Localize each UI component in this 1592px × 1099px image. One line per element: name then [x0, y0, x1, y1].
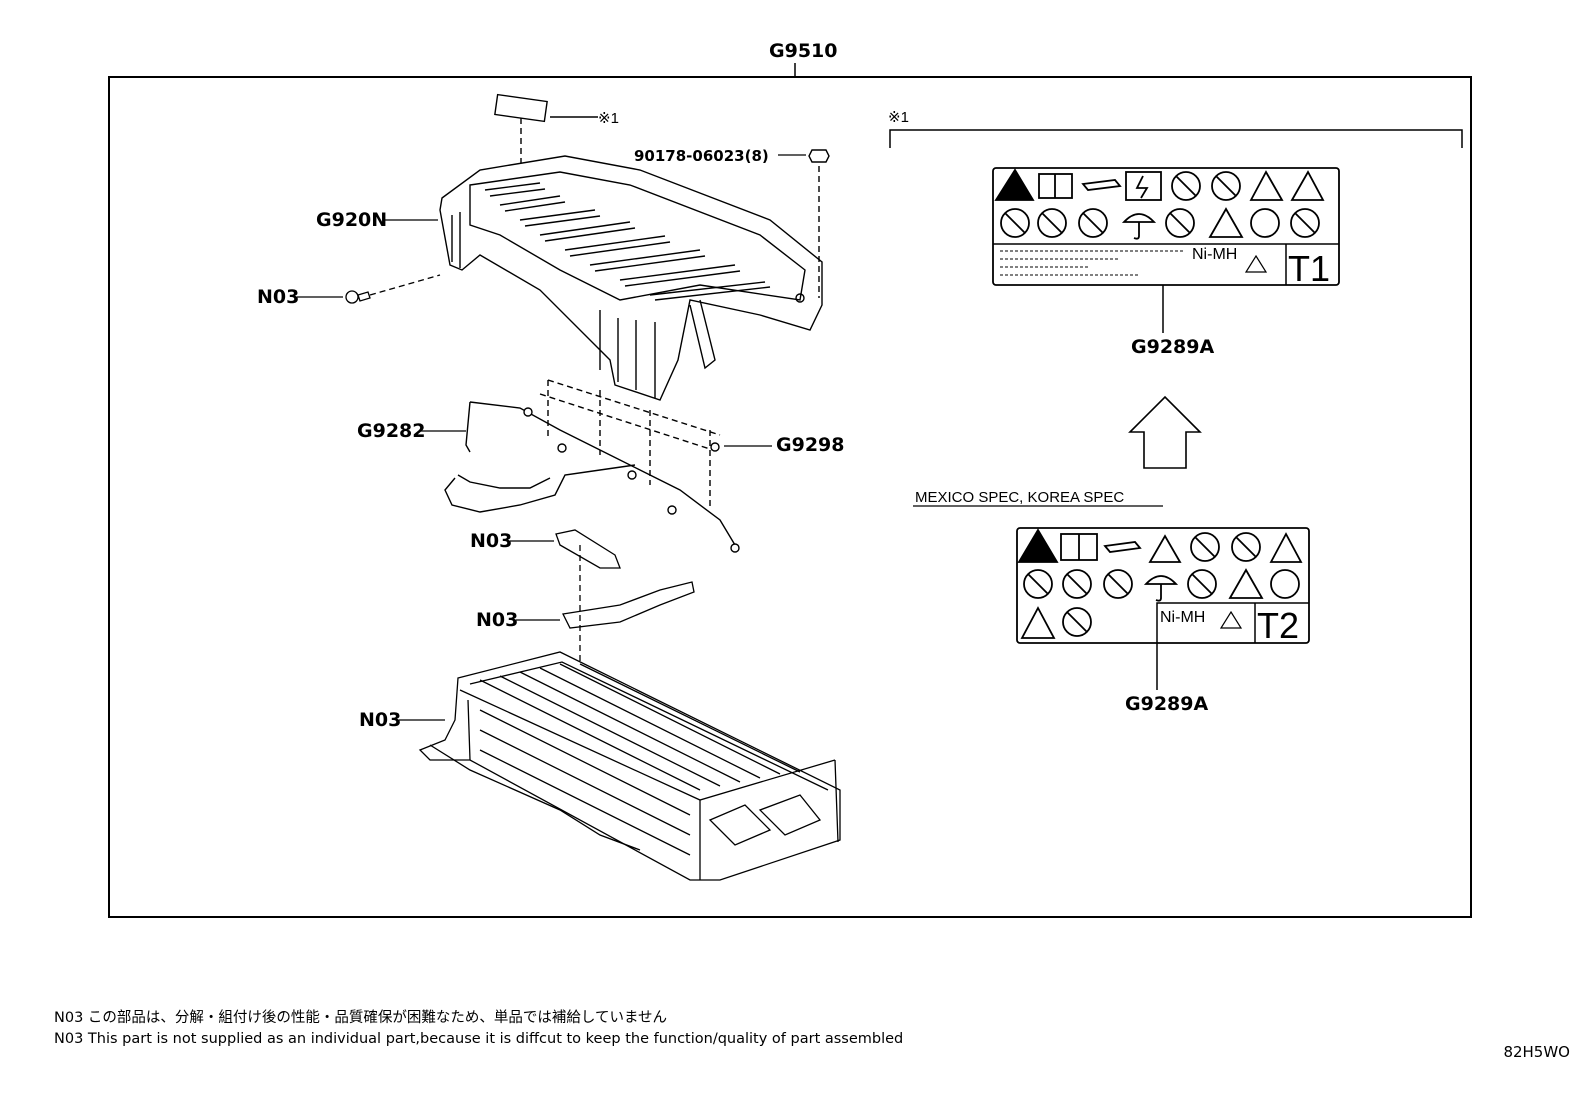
warning-label-t1: Ni-MH T1 — [992, 167, 1340, 289]
note-marker-cover: ※1 — [598, 110, 619, 127]
n03-label-lower-bracket: N03 — [476, 609, 518, 631]
clamp-label: G9298 — [776, 434, 844, 456]
diagram-code: 82H5WO — [1503, 1043, 1570, 1061]
recycle-icon — [1244, 254, 1268, 273]
assembly-label: G9510 — [769, 40, 837, 62]
chem-text-t1: Ni-MH — [1192, 246, 1237, 263]
type-code-t1: T1 — [1288, 248, 1330, 289]
cover-part-label: G920N — [316, 209, 387, 231]
footer-note-japanese: N03 この部品は、分解・組付け後の性能・品質確保が困難なため、単品では補給して… — [54, 1010, 668, 1026]
lower-bracket-drawing — [562, 581, 695, 629]
wire-harness-drawing — [444, 379, 740, 553]
warning-label-t2: Ni-MH T2 — [1016, 527, 1310, 646]
n03-label-bolt: N03 — [257, 286, 299, 308]
note-marker-labels: ※1 — [888, 109, 909, 126]
n03-label-upper-bracket: N03 — [470, 530, 512, 552]
recycle-icon — [1219, 610, 1243, 629]
spec-note: MEXICO SPEC, KOREA SPEC — [915, 489, 1124, 506]
battery-module-drawing — [418, 651, 841, 881]
type-code-t2: T2 — [1257, 605, 1299, 646]
label-part-number-t1: G9289A — [1131, 336, 1214, 358]
nut-part-number: 90178-06023(8) — [634, 147, 769, 165]
label-part-number-t2: G9289A — [1125, 693, 1208, 715]
assembly-frame — [108, 76, 1472, 918]
wire-harness-label: G9282 — [357, 420, 425, 442]
battery-cover-drawing — [439, 93, 830, 401]
footer-note-english: N03 This part is not supplied as an indi… — [54, 1031, 904, 1047]
arrow-up-icon — [1128, 395, 1202, 469]
n03-label-battery-module: N03 — [359, 709, 401, 731]
upper-bracket-drawing — [555, 529, 621, 569]
bolt-drawing — [345, 274, 441, 304]
chem-text-t2: Ni-MH — [1160, 609, 1205, 626]
